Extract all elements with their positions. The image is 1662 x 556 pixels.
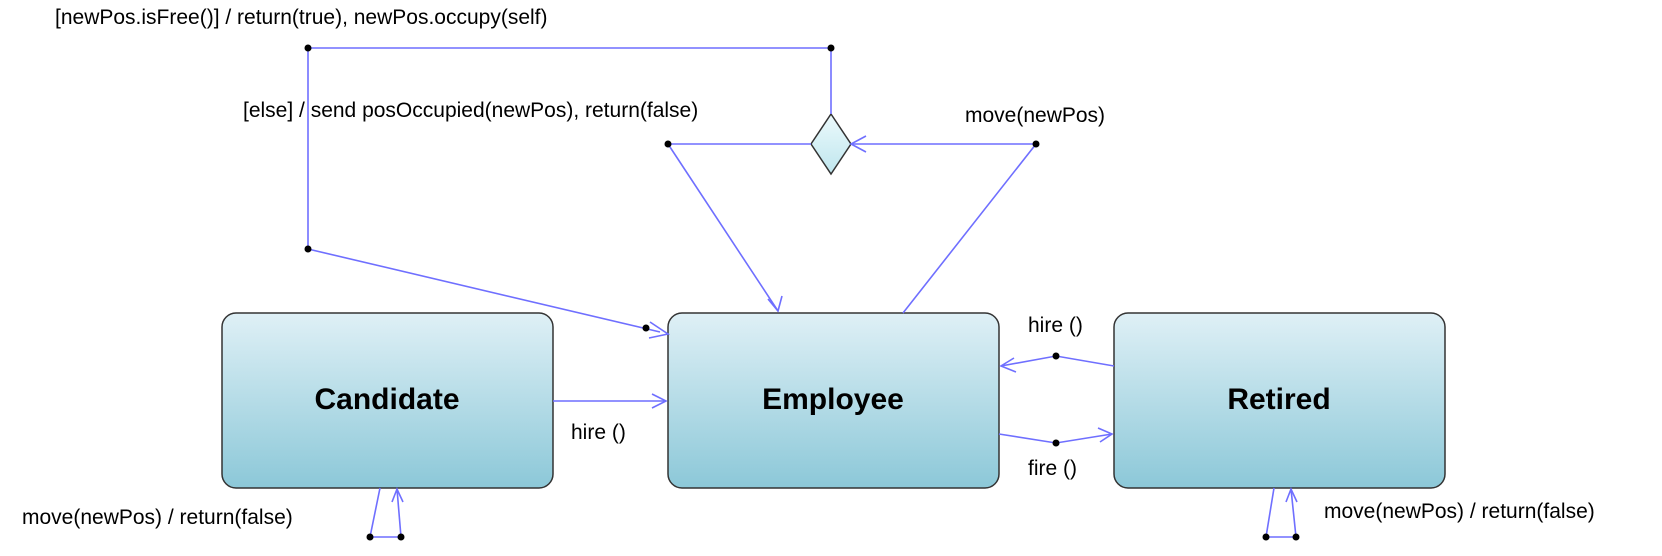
transition-employee-move[interactable] [849, 135, 1040, 314]
label-employee-move: move(newPos) [965, 104, 1105, 127]
label-retired-hire: hire () [1028, 314, 1083, 337]
state-employee-name: Employee [762, 383, 904, 416]
label-choice-true: [newPos.isFree()] / return(true), newPos… [55, 6, 548, 29]
transition-candidate-hire[interactable] [553, 393, 668, 409]
transition-choice-else[interactable] [664, 140, 812, 313]
label-retired-self: move(newPos) / return(false) [1324, 500, 1595, 523]
transition-candidate-self[interactable] [366, 486, 405, 541]
transition-retired-hire[interactable] [999, 352, 1115, 373]
label-candidate-hire: hire () [571, 421, 626, 444]
state-retired-name: Retired [1227, 383, 1330, 416]
label-choice-else: [else] / send posOccupied(newPos), retur… [243, 99, 698, 122]
transition-retired-self[interactable] [1262, 486, 1300, 541]
state-candidate[interactable]: Candidate [221, 312, 554, 489]
transition-employee-fire[interactable] [998, 427, 1114, 447]
transition-choice-true[interactable] [304, 44, 835, 339]
label-employee-fire: fire () [1028, 457, 1077, 480]
state-candidate-name: Candidate [314, 383, 459, 416]
label-candidate-self: move(newPos) / return(false) [22, 506, 293, 529]
state-retired[interactable]: Retired [1113, 312, 1446, 489]
state-employee[interactable]: Employee [667, 312, 1000, 489]
choice-diamond[interactable] [810, 112, 852, 176]
